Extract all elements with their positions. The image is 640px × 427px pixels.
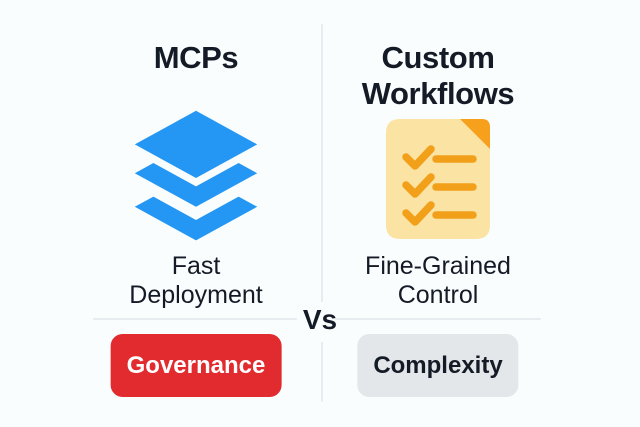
right-column-custom-workflows: Custom Workflows Fine-Grained Control Co… [298,0,578,427]
left-column-mcps: MCPs Fast Deployment Governance [56,0,336,427]
right-title: Custom Workflows [361,40,515,111]
checklist-document-icon [386,119,490,244]
vs-label: Vs [296,302,344,342]
left-subtitle: Fast Deployment [129,252,263,309]
vertical-divider [321,24,323,402]
left-horizontal-divider [93,318,299,320]
right-subtitle: Fine-Grained Control [365,252,511,309]
right-horizontal-divider [335,318,541,320]
layers-icon [124,100,268,249]
governance-badge: Governance [110,334,282,397]
left-title: MCPs [153,40,239,75]
complexity-badge: Complexity [357,334,519,397]
